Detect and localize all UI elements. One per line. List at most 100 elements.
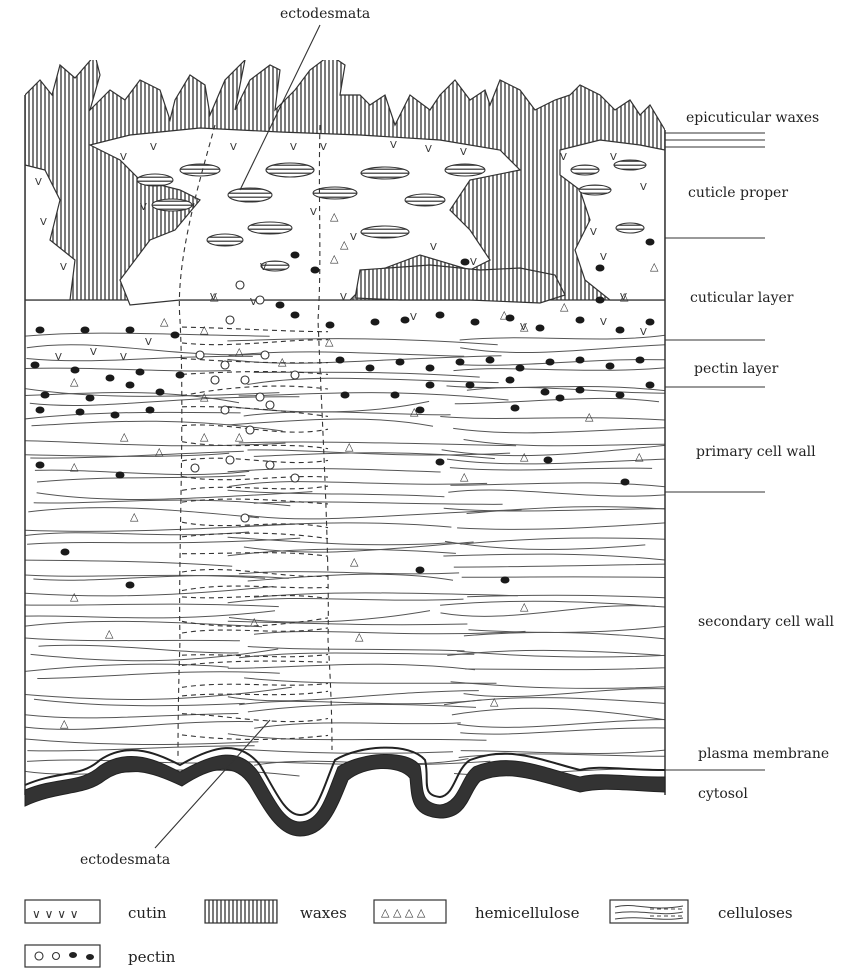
cellulose-fiber [228,621,468,624]
legend-cutin-label: cutin [128,904,167,922]
cellulose-fiber [37,476,245,483]
cutin-mark: V [320,142,327,153]
cellulose-fiber [464,632,691,641]
cutin-mark: V [150,142,157,153]
cellulose-fiber [247,378,498,384]
pectin-ring [291,371,299,379]
cellulose-fiber [447,650,660,655]
pectin-dot [41,392,50,399]
cellulose-fiber [22,687,292,699]
cellulose-fiber [454,366,689,371]
cellulose-fiber [448,490,676,496]
hemicellulose-mark: △ [350,555,359,568]
cellulose-fiber [239,523,452,527]
ectodesmata-strand [182,553,328,557]
pectin-dot [276,302,285,309]
cellulose-fibers [10,333,742,776]
hemicellulose-mark: △ [520,600,529,613]
hemicellulose-mark: △ [200,323,209,336]
label-primary-cell-wall: primary cell wall [696,444,816,460]
hemicellulose-mark: △ [278,355,287,368]
pectin-ring [261,351,269,359]
pectin-ring [241,514,249,522]
pectin-dot [486,357,495,364]
cellulose-fiber [254,723,461,728]
ectodesmata-strand [182,628,328,633]
cellulose-fiber [34,699,245,706]
cellulose-fiber [35,470,249,474]
hemicellulose-mark: △ [130,510,139,523]
hemicellulose-mark: △ [160,315,169,328]
pectin-ring [211,376,219,384]
cellulose-fiber [444,698,709,707]
legend-pectin-swatch [25,945,100,967]
cellulose-fiber [227,339,497,345]
cellulose-fiber [228,549,456,556]
pectin-ring [246,426,254,434]
cellulose-fiber [440,417,701,423]
pectin-dot [576,317,585,324]
cellulose-fiber [457,719,708,727]
pectin-dot [546,359,555,366]
cellulose-fiber [14,713,239,718]
pectin-ring [291,474,299,482]
cutin-mark: V [290,142,297,153]
cellulose-fiber [457,522,674,529]
pectin-dot [106,375,115,382]
pectin-dot [466,382,475,389]
hemicellulose-mark: △ [560,300,569,313]
legend-pectin-label: pectin [128,948,176,966]
cutin-mark: V [35,177,42,188]
cutin-mark: V [260,262,267,273]
legend-celluloses-label: celluloses [718,904,793,922]
cutin-mark: V [60,262,67,273]
pectin-ring [221,406,229,414]
cutin-mark: V [610,152,617,163]
pectin-dot [36,462,45,469]
pectin-dot [86,395,95,402]
pectin-dot [516,365,525,372]
cutin-mark: V [470,257,477,268]
ectodesmata-strand [182,661,328,665]
wall-section: VVVVVVVVVVVVVVVVVVVVVVVVVVVVVVVVVV△△△△△△… [10,55,742,776]
hemicellulose-mark: △ [60,717,69,730]
pectin-dot [71,367,80,374]
label-secondary-cell-wall: secondary cell wall [698,614,834,630]
cellulose-fiber [228,401,430,412]
cutin-mark: V [120,152,127,163]
cellulose-fiber [441,606,656,617]
cellulose-fiber [12,560,233,566]
pectin-ring [236,281,244,289]
pectin-ring [266,461,274,469]
pectin-dot [171,332,180,339]
hemicellulose-mark: △ [325,335,334,348]
cellulose-fiber [228,469,441,472]
hemicellulose-mark: △ [155,445,164,458]
pectin-dot [426,365,435,372]
label-epicuticular-waxes: epicuticular waxes [686,110,819,126]
cellulose-fiber [28,508,259,518]
hemicellulose-mark: △ [585,410,594,423]
cutin-mark: V [390,140,397,151]
cellulose-fiber [467,595,722,600]
pectin-dot [544,457,553,464]
hemicellulose-mark: △ [490,695,499,708]
pectin-ring [241,376,249,384]
pectin-dot [511,405,520,412]
pectin-dot [416,407,425,414]
pectin-ring [221,361,229,369]
cellulose-fiber [450,468,652,470]
cellulose-fiber [228,598,464,602]
pectin-dot [596,265,605,272]
cellulose-fiber [37,672,279,679]
pectin-dot [616,392,625,399]
ectodesmata-strand [182,655,328,657]
cellulose-fiber [228,664,475,669]
cellulose-fiber [17,412,241,420]
cellulose-fiber [248,704,476,711]
cutin-mark: V [640,182,647,193]
legend-waxes-swatch [205,900,277,923]
cutin-mark: V [90,347,97,358]
cutin-mark: V [340,292,347,303]
